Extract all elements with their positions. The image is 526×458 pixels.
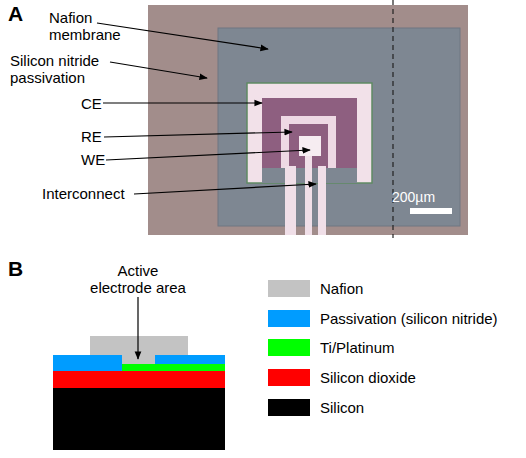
- leader-arrow: [103, 102, 262, 103]
- leader-arrow: [134, 184, 316, 194]
- part-label: Nafion membrane: [49, 9, 129, 43]
- passivation-layer: [155, 355, 225, 364]
- part-label: WE: [81, 151, 105, 168]
- part-label: Interconnect: [42, 185, 125, 202]
- legend-label: Ti/Platinum: [320, 339, 394, 356]
- legend-label: Silicon dioxide: [320, 369, 416, 386]
- legend-swatch: [268, 399, 310, 416]
- panel-letter: B: [8, 257, 23, 281]
- part-label: CE: [81, 95, 102, 112]
- legend-label: Silicon: [320, 399, 364, 416]
- platinum-layer: [122, 364, 225, 371]
- callout-label: Active electrode area: [86, 262, 190, 296]
- legend-label: Nafion: [320, 280, 363, 297]
- leader-arrow: [97, 23, 268, 49]
- legend-swatch: [268, 339, 310, 356]
- scale-label: 200µm: [392, 189, 435, 206]
- substrate-background: [148, 5, 468, 235]
- panel-letter: A: [8, 2, 23, 26]
- scale-bar: [410, 208, 452, 214]
- part-label: RE: [81, 128, 102, 145]
- nafion-membrane-region: [218, 28, 460, 226]
- working-electrode: [299, 136, 321, 156]
- leader-arrow: [106, 150, 310, 160]
- silicon-dioxide-layer: [53, 371, 225, 388]
- part-label: Silicon nitride passivation: [10, 52, 122, 86]
- legend-entry: Passivation (silicon nitride): [268, 310, 498, 327]
- legend-entry: Ti/Platinum: [268, 339, 394, 356]
- interconnect-trace: [318, 166, 326, 235]
- legend-swatch: [268, 310, 310, 327]
- legend-entry: Silicon: [268, 399, 364, 416]
- interconnect-trace: [285, 166, 296, 235]
- legend-entry: Nafion: [268, 280, 363, 297]
- interconnect-trace: [305, 156, 312, 235]
- leader-arrow: [110, 62, 207, 78]
- legend-swatch: [268, 369, 310, 386]
- legend-label: Passivation (silicon nitride): [320, 310, 498, 327]
- leader-arrow: [137, 297, 138, 359]
- nafion-layer: [90, 336, 188, 364]
- legend-entry: Silicon dioxide: [268, 369, 416, 386]
- passivation-layer: [53, 355, 122, 371]
- legend-swatch: [268, 280, 310, 297]
- leader-arrow: [104, 132, 292, 137]
- silicon-layer: [53, 388, 225, 450]
